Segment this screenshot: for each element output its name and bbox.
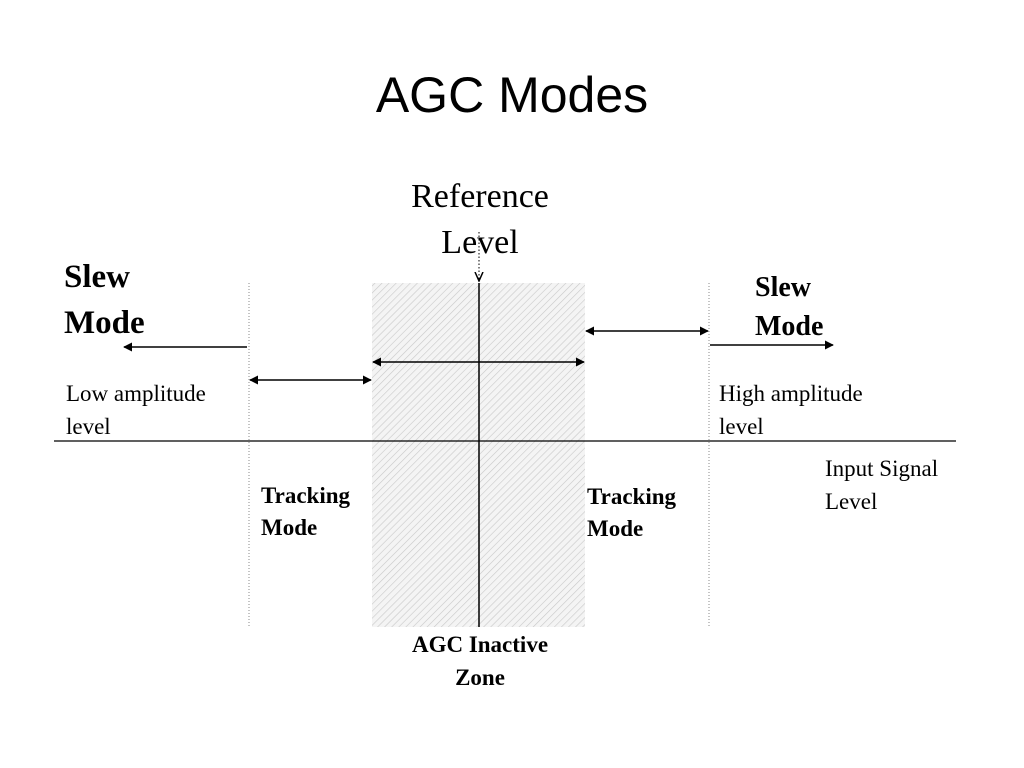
slew-mode-left-label: Slew Mode (64, 254, 145, 346)
tracking-right-line-1: Tracking (587, 484, 677, 509)
high-amplitude-line-1: High amplitude (719, 381, 863, 406)
input-signal-label: Input Signal Level (825, 452, 938, 519)
tracking-right-line-2: Mode (587, 516, 644, 542)
low-amplitude-line-1: Low amplitude (66, 381, 206, 406)
slew-left-line-2: Mode (64, 305, 145, 342)
reference-level-label: Reference Level (380, 174, 580, 266)
tracking-left-line-1: Tracking (261, 483, 351, 508)
reference-level-line-2: Level (441, 223, 519, 261)
high-amplitude-label: High amplitude level (719, 377, 863, 444)
slew-right-line-1: Slew (755, 272, 811, 303)
slew-mode-right-label: Slew Mode (755, 268, 823, 346)
low-amplitude-line-2: level (66, 414, 111, 440)
tracking-mode-left-label: Tracking Mode (261, 480, 350, 544)
tracking-left-line-2: Mode (261, 515, 318, 541)
inactive-zone-line-2: Zone (455, 665, 505, 691)
input-signal-line-2: Level (825, 489, 878, 515)
inactive-zone-label: AGC Inactive Zone (380, 628, 580, 695)
slew-left-line-1: Slew (64, 259, 130, 295)
tracking-mode-right-label: Tracking Mode (587, 481, 676, 545)
low-amplitude-label: Low amplitude level (66, 377, 206, 444)
reference-level-line-1: Reference (411, 178, 549, 215)
inactive-zone-line-1: AGC Inactive (411, 632, 549, 657)
slew-right-line-2: Mode (755, 311, 824, 343)
slide-title: AGC Modes (375, 67, 649, 123)
input-signal-line-1: Input Signal (825, 456, 939, 481)
high-amplitude-line-2: level (719, 414, 764, 440)
